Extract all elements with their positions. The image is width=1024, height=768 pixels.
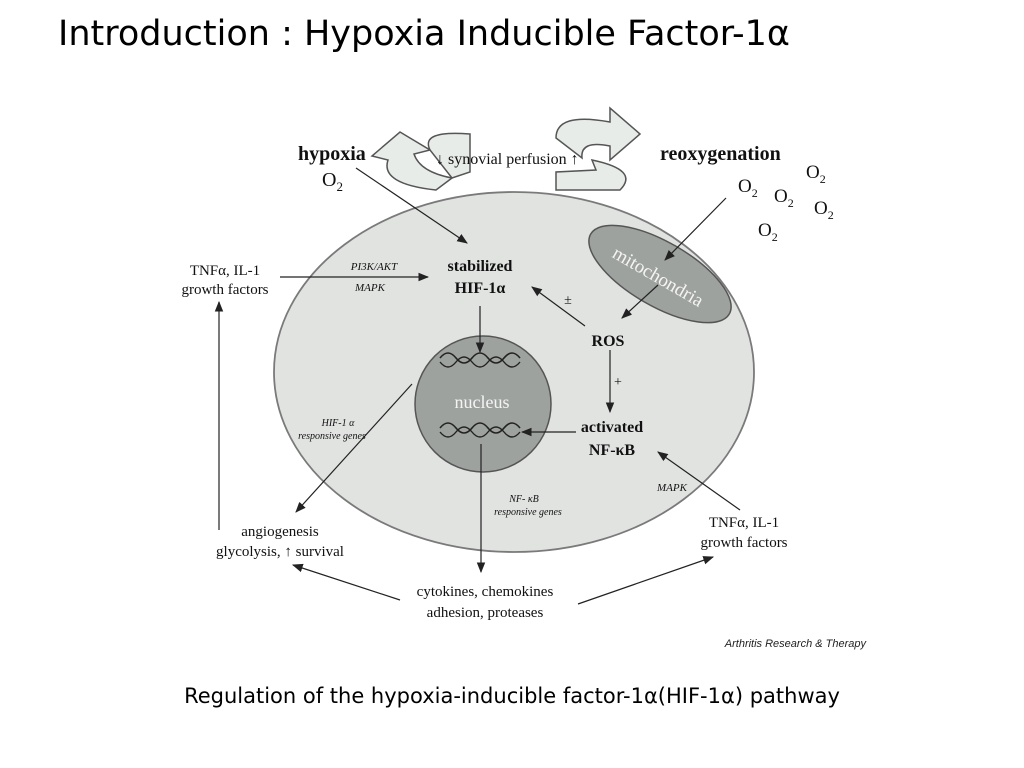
- svg-text:O2: O2: [758, 220, 778, 244]
- dna-strand-bottom: [439, 422, 521, 434]
- svg-text:O2: O2: [774, 186, 794, 210]
- plus-sign: +: [614, 375, 622, 390]
- nucleus-label: nucleus: [455, 392, 510, 412]
- tnf-il1-right-line2: growth factors: [700, 535, 787, 551]
- oxygen-molecules: O2 O2 O2 O2 O2: [738, 162, 834, 244]
- nfkb-responsive-genes-line1: NF- κB: [508, 494, 539, 505]
- stabilized-hif-line1: stabilized: [448, 258, 513, 275]
- angiogenesis-line2: glycolysis, ↑ survival: [216, 544, 344, 560]
- stabilized-hif-line2: HIF-1α: [455, 280, 506, 297]
- synovial-perfusion-label: ↓ synovial perfusion ↑: [436, 151, 579, 168]
- activated-nfkb-line2: NF-κB: [589, 442, 636, 459]
- hif-responsive-genes-line1: HIF-1 α: [321, 418, 355, 429]
- perfusion-cycle-arrows: [370, 106, 642, 191]
- nucleus: [414, 335, 552, 473]
- source-credit: Arthritis Research & Therapy: [724, 638, 868, 650]
- dna-strand-top-2: [439, 356, 521, 368]
- pi3k-akt-label: PI3K/AKT: [350, 261, 398, 273]
- tnf-il1-right-line1: TNFα, IL-1: [709, 515, 779, 531]
- ros-label: ROS: [592, 333, 625, 350]
- svg-text:O2: O2: [806, 162, 826, 186]
- mapk-left-label: MAPK: [354, 282, 386, 294]
- pathway-arrows: [214, 167, 741, 605]
- tnf-il1-left-line1: TNFα, IL-1: [190, 263, 260, 279]
- nfkb-responsive-genes-line2: responsive genes: [494, 507, 562, 518]
- slide-title: Introduction : Hypoxia Inducible Factor-…: [58, 14, 790, 54]
- angiogenesis-line1: angiogenesis: [241, 524, 319, 540]
- slide-caption: Regulation of the hypoxia-inducible fact…: [184, 684, 840, 708]
- hypoxia-o2-label: O2: [322, 169, 343, 194]
- activated-nfkb-line1: activated: [581, 419, 643, 436]
- svg-text:O2: O2: [738, 176, 758, 200]
- tnf-il1-left-line2: growth factors: [181, 282, 268, 298]
- mitochondria: [588, 224, 732, 324]
- hif-responsive-genes-line2: responsive genes: [298, 431, 366, 442]
- reoxygenation-label: reoxygenation: [660, 143, 781, 165]
- mapk-right-label: MAPK: [656, 482, 688, 494]
- cytokines-line1: cytokines, chemokines: [417, 584, 554, 600]
- cytokines-line2: adhesion, proteases: [427, 605, 544, 621]
- plus-minus-sign: ±: [564, 293, 572, 308]
- dna-strand-bottom-2: [439, 426, 521, 438]
- svg-text:O2: O2: [814, 198, 834, 222]
- hypoxia-label: hypoxia: [298, 143, 366, 165]
